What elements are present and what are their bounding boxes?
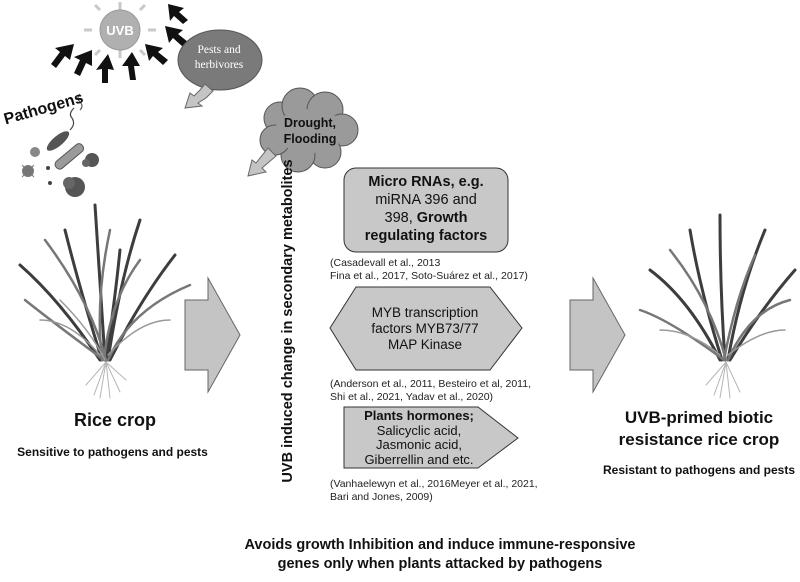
myb-ref-line2: Shi et al., 2021, Yadav et al., 2020) xyxy=(330,391,494,403)
drought-label-line1: Drought, xyxy=(284,116,336,130)
micro-rna-references: (Casadevall et al., 2013 Fina et al., 20… xyxy=(330,257,570,283)
micro-rna-line3: 398, Growth xyxy=(344,209,508,227)
drought-cloud-icon xyxy=(259,87,359,173)
drought-arrow xyxy=(247,147,277,177)
micro-rna-line4: regulating factors xyxy=(364,228,488,244)
micro-rna-line3b: Growth xyxy=(416,210,468,226)
micro-rna-box xyxy=(343,167,509,253)
primed-rice-title-line1: UVB-primed biotic xyxy=(624,408,774,427)
rice-plant-right-icon xyxy=(638,213,797,399)
micro-rna-text: Micro RNAs, e.g. miRNA 396 and 398, Grow… xyxy=(344,173,508,245)
bottom-summary-line1: Avoids growth Inhibition and induce immu… xyxy=(244,537,636,553)
hormones-line2: Salicyclic acid, xyxy=(376,422,462,438)
micro-rna-ref-line2: Fina et al., 2017, Soto-Suárez et al., 2… xyxy=(330,270,528,282)
hormones-ref-line2: Bari and Jones, 2009) xyxy=(330,491,433,503)
hormones-ref-line1: (Vanhaelewyn et al., 2016Meyer et al., 2… xyxy=(330,478,538,490)
vertical-metabolites-label: UVB induced change in secondary metaboli… xyxy=(280,159,296,483)
hormones-line1: Plants hormones; xyxy=(364,408,474,423)
micro-rna-ref-line1: (Casadevall et al., 2013 xyxy=(330,257,441,269)
hormones-line3: Jasmonic acid, xyxy=(376,437,462,452)
myb-hexagon xyxy=(329,286,523,371)
myb-line3: MAP Kinase xyxy=(387,337,463,352)
hormones-line4: Giberrellin and etc. xyxy=(364,451,474,467)
right-flow-arrow xyxy=(569,276,626,394)
pests-arrow xyxy=(184,83,214,109)
pests-oval xyxy=(177,29,263,91)
bottom-summary-line2: genes only when plants attacked by patho… xyxy=(277,556,603,572)
micro-rna-line2: miRNA 396 and xyxy=(375,192,477,208)
myb-references: (Anderson et al., 2011, Besteiro et al, … xyxy=(330,378,570,404)
primed-rice-subtitle: Resistant to pathogens and pests xyxy=(602,463,796,477)
bottom-summary: Avoids growth Inhibition and induce immu… xyxy=(160,536,720,574)
pathogen-microbes-icon xyxy=(21,93,99,197)
myb-ref-line1: (Anderson et al., 2011, Besteiro et al, … xyxy=(330,378,531,390)
left-flow-arrow xyxy=(184,276,241,394)
primed-rice-title: UVB-primed biotic resistance rice crop xyxy=(598,407,800,451)
rice-crop-subtitle: Sensitive to pathogens and pests xyxy=(17,445,208,459)
hormones-text: Plants hormones; Salicyclic acid, Jasmon… xyxy=(344,408,494,467)
myb-text: MYB transcription factors MYB73/77 MAP K… xyxy=(336,305,514,353)
uvb-label: UVB xyxy=(106,23,133,38)
rice-plant-left-icon xyxy=(18,203,192,399)
myb-line1: MYB transcription xyxy=(371,305,479,320)
pests-label-line2: herbivores xyxy=(195,59,244,71)
pests-label-line1: Pests and xyxy=(197,44,240,56)
primed-rice-title-line2: resistance rice crop xyxy=(618,430,780,449)
hormones-references: (Vanhaelewyn et al., 2016Meyer et al., 2… xyxy=(330,478,570,504)
uv-ray-arrows xyxy=(51,4,188,83)
uvb-sun-icon xyxy=(84,2,156,58)
micro-rna-line3a: 398, xyxy=(384,210,417,226)
rice-crop-title: Rice crop xyxy=(73,410,157,430)
hormones-pentagon xyxy=(343,406,519,469)
drought-label-line2: Flooding xyxy=(284,132,337,146)
micro-rna-line1: Micro RNAs, e.g. xyxy=(368,174,484,190)
myb-line2: factors MYB73/77 xyxy=(371,321,479,336)
